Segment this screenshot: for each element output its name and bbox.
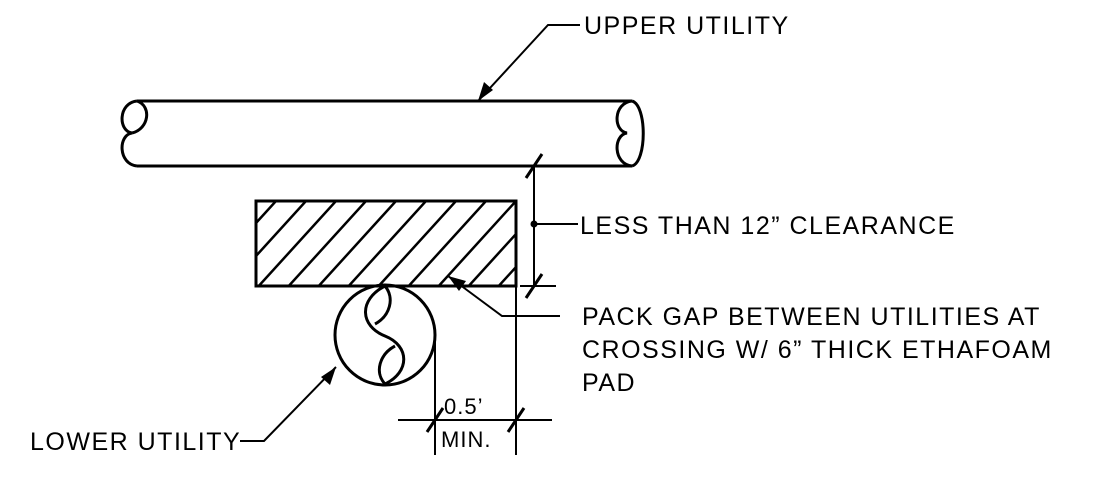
- pack-gap-label-line2: CROSSING W/ 6” THICK ETHAFOAM: [582, 336, 1053, 364]
- clearance-dimension: [520, 153, 578, 299]
- min-offset-dimension: [398, 286, 552, 455]
- lower-utility-leader: [240, 366, 337, 442]
- pack-gap-label-line1: PACK GAP BETWEEN UTILITIES AT: [582, 303, 1041, 331]
- upper-utility-label: UPPER UTILITY: [584, 12, 790, 40]
- upper-utility-pipe: [120, 99, 645, 168]
- dimension-min-label: MIN.: [441, 427, 491, 452]
- pack-gap-leader: [447, 275, 560, 317]
- clearance-label: LESS THAN 12” CLEARANCE: [580, 212, 956, 240]
- pack-gap-label-line3: PAD: [582, 369, 636, 397]
- dimension-value: 0.5’: [444, 394, 483, 419]
- lower-utility-pipe: [333, 283, 437, 387]
- ethafoam-pad: [254, 199, 518, 288]
- upper-utility-leader: [477, 24, 580, 102]
- lower-utility-label: LOWER UTILITY: [30, 428, 241, 456]
